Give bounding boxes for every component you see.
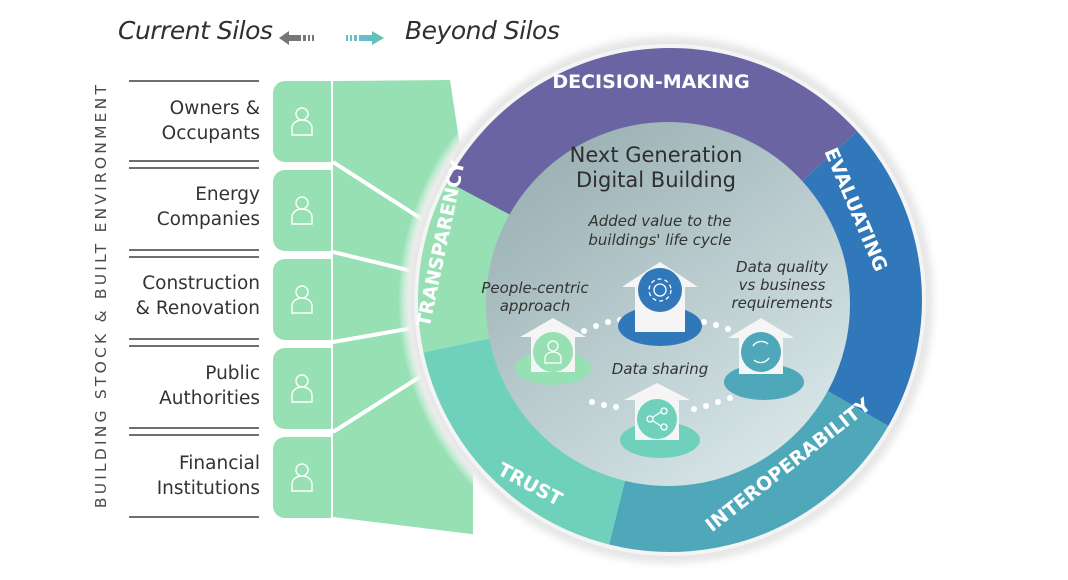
- person-icon: [291, 196, 313, 225]
- pillar-data-quality: Data quality vs business requirements: [724, 258, 833, 400]
- stakeholder-label: Authorities: [159, 388, 260, 409]
- center-title-line2: Digital Building: [576, 168, 736, 192]
- pillar-data-sharing: Data sharing: [612, 360, 708, 458]
- arrow-right-icon: [346, 31, 384, 45]
- person-icon: [291, 107, 313, 136]
- stakeholder-label: Owners &: [169, 98, 260, 119]
- stakeholder-label: Financial: [178, 453, 260, 474]
- stakeholder-label: Public: [205, 363, 260, 384]
- segment-label-decision-making: DECISION-MAKING: [552, 71, 749, 93]
- pillar-people-centric: People-centric approach: [481, 279, 591, 385]
- person-icon: [291, 374, 313, 403]
- stakeholder-label: & Renovation: [135, 298, 260, 319]
- stakeholder-label: Energy: [195, 184, 260, 205]
- divider: [129, 256, 259, 258]
- share-icon: [646, 407, 668, 431]
- stakeholder-label: Institutions: [156, 478, 260, 499]
- person-icon: [291, 285, 313, 314]
- person-icon: [544, 340, 562, 364]
- stakeholder-tab: [273, 170, 331, 251]
- stakeholder-label: Construction: [142, 273, 260, 294]
- stakeholder-label: Occupants: [161, 123, 260, 144]
- pillar-label: buildings' life cycle: [588, 231, 731, 249]
- stakeholder-tab: [273, 348, 331, 429]
- stakeholder-tab: [273, 259, 331, 340]
- center-title-line1: Next Generation: [570, 143, 743, 167]
- divider: [129, 80, 259, 82]
- divider: [129, 338, 259, 340]
- divider: [129, 516, 259, 518]
- divider: [129, 249, 259, 251]
- arrow-left-icon: [279, 31, 314, 45]
- divider: [129, 434, 259, 436]
- pillar-label: Data sharing: [612, 360, 708, 378]
- pillar-label: People-centric: [481, 279, 589, 297]
- refresh-icon: [752, 340, 770, 364]
- divider: [129, 167, 259, 169]
- gear-icon: [648, 278, 672, 302]
- stakeholder-tab: [273, 81, 331, 162]
- pillar-label: vs business: [739, 276, 826, 294]
- divider: [129, 427, 259, 429]
- current-silos-title: Current Silos: [118, 16, 273, 45]
- pillar-added-value: Added value to the buildings' life cycle: [587, 212, 732, 346]
- person-icon: [291, 463, 313, 492]
- pillar-label: Data quality: [736, 258, 829, 276]
- stakeholder-label: Companies: [156, 209, 260, 230]
- pillar-label: Added value to the: [587, 212, 731, 230]
- pillar-label: requirements: [731, 294, 832, 312]
- beyond-silos-title: Beyond Silos: [405, 16, 560, 45]
- divider: [129, 345, 259, 347]
- stakeholder-tab: [273, 437, 331, 518]
- pillar-label: approach: [500, 297, 571, 315]
- divider: [129, 160, 259, 162]
